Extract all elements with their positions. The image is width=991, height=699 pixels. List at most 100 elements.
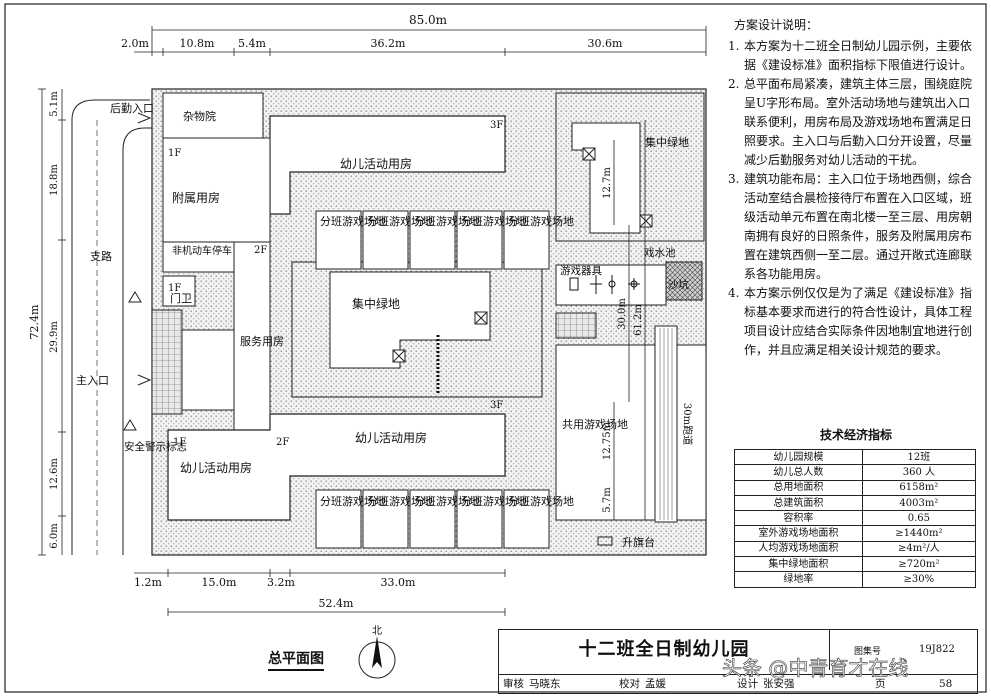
sheet-border [4, 3, 987, 693]
tree-boxes [392, 147, 653, 363]
equipment-pad [555, 312, 597, 339]
dim-left-5: 6.0m [49, 523, 60, 549]
rear-entry-arrow [137, 112, 152, 124]
shared-play-area [555, 344, 707, 521]
dim-top-3: 5.4m [238, 37, 266, 50]
floor-label: 3F [490, 120, 503, 131]
east-green-label: 集中绿地 [645, 135, 689, 149]
dim-right-1: 12.7m [602, 167, 613, 199]
dim-left-1: 5.1m [49, 91, 60, 117]
table-row: 绿地率≥30% [734, 571, 977, 588]
dim-top-1: 2.0m [121, 37, 149, 50]
road [71, 99, 152, 555]
svg-text:分班游戏场地: 分班游戏场地 [508, 214, 574, 228]
review-label: 审核 [503, 678, 524, 690]
flag-label: 升旗台 [622, 535, 655, 549]
dim-bottom-3: 3.2m [267, 576, 295, 589]
north-activity-label: 幼儿活动用房 [340, 156, 412, 171]
note-item: 2.总平面布局紧凑，建筑主体三层，围绕庭院呈U字形布局。室外活动场地与建筑出入口… [728, 77, 973, 167]
floor-label: 2F [276, 437, 289, 448]
svg-text:分班游戏场地: 分班游戏场地 [414, 494, 480, 508]
dim-left-4: 12.6m [49, 458, 60, 490]
south-building [167, 413, 506, 521]
title-block: 十二班全日制幼儿园 图集号 19J822 审核 马晓东 校对 孟媛 设计 张安强… [498, 629, 978, 694]
svg-text:分班游戏场地: 分班游戏场地 [414, 214, 480, 228]
sw-activity-label: 幼儿活动用房 [180, 460, 252, 475]
dim-right-5: 5.7m [602, 487, 613, 513]
courtyard-green-label: 集中绿地 [352, 296, 400, 311]
dim-total-width: 85.0m [409, 13, 448, 27]
play-equipment-area [555, 264, 667, 306]
dim-top-4: 36.2m [371, 37, 406, 50]
signature-row: 审核 马晓东 校对 孟媛 设计 张安强 页 58 [499, 674, 977, 694]
table-row: 人均游戏场地面积≥4m²/人 [734, 540, 977, 558]
north-class-play-labels: 分班游戏场地 分班游戏场地 分班游戏场地 分班游戏场地 分班游戏场地 [320, 214, 574, 228]
play-equipment-label: 游戏器具 [560, 264, 602, 277]
floor-label: 1F [168, 283, 181, 294]
note-item: 4.本方案示例仅仅是为了满足《建设标准》指标基本要求而进行的符合性设计，具体工程… [728, 286, 973, 357]
main-entry-arrow [137, 374, 152, 386]
page-number: 58 [939, 678, 953, 690]
svg-text:分班游戏场地: 分班游戏场地 [508, 494, 574, 508]
entry-plaza [151, 309, 183, 415]
bike-parking-label: 非机动车停车 [172, 244, 232, 257]
dim-left-3: 29.9m [49, 321, 60, 353]
guard-label: 门卫 [170, 291, 192, 305]
floor-label: 3F [490, 400, 503, 411]
watermark: 头条 @中青育才在线 [722, 656, 909, 681]
floor-label: 2F [254, 245, 267, 256]
note-item: 3.建筑功能布局：主入口位于场地西侧，综合活动室结合晨检接待厅布置在入口区域，班… [728, 172, 973, 281]
sand-pit-label: 沙坑 [668, 278, 689, 291]
misc-yard [162, 92, 264, 139]
dim-right-2: 30.0m [617, 298, 628, 330]
atlas-code-label: 图集号 [854, 647, 882, 657]
svg-text:分班游戏场地: 分班游戏场地 [320, 494, 386, 508]
dim-right-3: 61.2m [633, 304, 644, 336]
dim-bottom-1: 1.2m [134, 576, 162, 589]
table-row: 室外游戏场地面积≥1440m² [734, 525, 977, 542]
aux-rooms-label: 附属用房 [172, 190, 220, 205]
design-notes: 方案设计说明： 1.本方案为十二班全日制幼儿园示例，主要依据《建设标准》面积指标… [728, 16, 978, 360]
dim-bottom-5: 52.4m [319, 597, 354, 610]
courtyard-lawn [329, 271, 491, 369]
notes-title: 方案设计说明： [734, 18, 819, 32]
check-label: 校对 [619, 678, 640, 690]
dimension-lines [38, 26, 707, 616]
dim-top-2: 10.8m [180, 37, 215, 50]
svg-text:分班游戏场地: 分班游戏场地 [367, 214, 433, 228]
drawing-title: 十二班全日制幼儿园 [499, 630, 830, 670]
east-lawn-path [571, 122, 641, 234]
play-equipment-icons [569, 275, 640, 294]
south-activity-label: 幼儿活动用房 [355, 430, 427, 445]
dim-right-4: 12.75m [602, 421, 613, 460]
dim-left-2: 18.8m [49, 164, 60, 196]
aux-building [162, 137, 271, 243]
review-name: 马晓东 [529, 678, 561, 690]
design-name: 张安强 [763, 678, 795, 690]
entry-hall [181, 329, 235, 411]
svg-text:分班游戏场地: 分班游戏场地 [367, 494, 433, 508]
misc-yard-label: 杂物院 [183, 109, 216, 123]
note-item: 1.本方案为十二班全日制幼儿园示例，主要依据《建设标准》面积指标下限值进行设计。 [728, 39, 973, 72]
plan-title: 总平面图 [268, 648, 324, 671]
south-class-plays [315, 489, 550, 549]
water-pool-label: 戏水池 [644, 246, 676, 259]
service-building [233, 241, 271, 439]
north-arrow [358, 636, 396, 679]
road-label: 支路 [90, 250, 112, 263]
svg-text:分班游戏场地: 分班游戏场地 [461, 494, 527, 508]
dim-total-height: 72.4m [28, 304, 41, 339]
table-row: 集中绿地面积≥720m² [734, 556, 977, 573]
floor-label: 1F [168, 148, 181, 159]
safety-sign-label: 安全警示标志 [124, 440, 187, 453]
south-class-play-labels: 分班游戏场地 分班游戏场地 分班游戏场地 分班游戏场地 分班游戏场地 [320, 494, 574, 508]
dim-top-5: 30.6m [588, 37, 623, 50]
main-entry-label: 主入口 [76, 374, 109, 387]
running-track [654, 325, 678, 523]
